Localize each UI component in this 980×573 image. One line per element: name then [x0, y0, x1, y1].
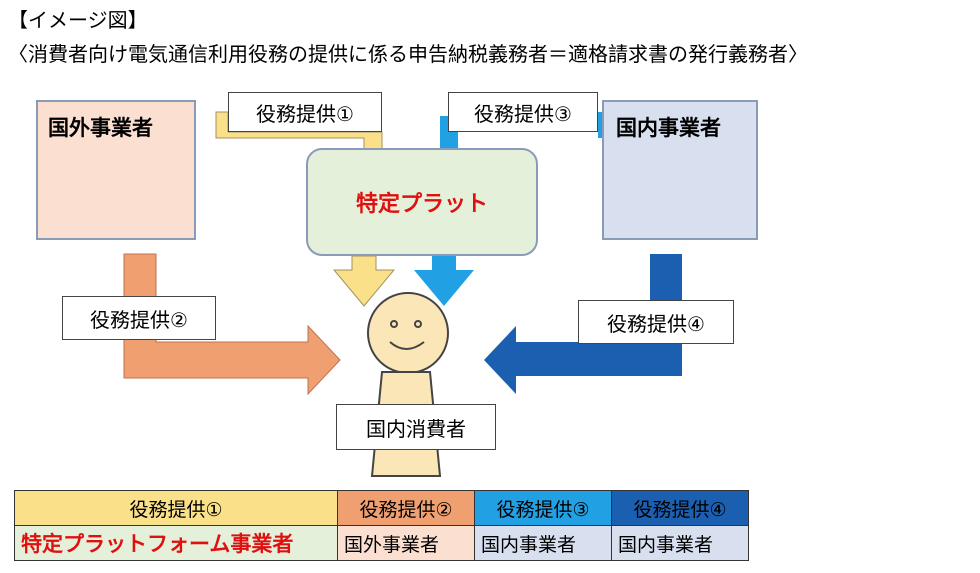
service3-arrow-down	[414, 256, 474, 306]
service3-tag: 役務提供③	[448, 92, 598, 132]
consumer-left-eye	[390, 320, 398, 328]
legend-header-3: 役務提供③	[474, 490, 612, 526]
service4-tag: 役務提供④	[578, 300, 734, 344]
domestic-business-box: 国内事業者	[602, 100, 758, 240]
legend-header-1: 役務提供①	[14, 490, 338, 526]
diagram-title: 【イメージ図】	[8, 8, 148, 32]
consumer-right-eye	[414, 320, 422, 328]
service3-arrow-top	[440, 116, 458, 150]
legend-value-2: 国外事業者	[337, 525, 475, 561]
platform-box: 特定プラット	[306, 148, 538, 256]
service2-tag: 役務提供②	[62, 296, 216, 340]
service4-arrow	[484, 254, 682, 394]
consumer-label: 国内消費者	[336, 404, 496, 450]
consumer-head	[367, 292, 449, 374]
legend-header-row: 役務提供① 役務提供② 役務提供③ 役務提供④	[14, 490, 749, 526]
service1-arrow-down	[332, 255, 396, 307]
foreign-business-box: 国外事業者	[36, 100, 196, 240]
domestic-business-label: 国内事業者	[616, 116, 721, 140]
legend-header-4: 役務提供④	[611, 490, 749, 526]
legend-value-row: 特定プラットフォーム事業者 国外事業者 国内事業者 国内事業者	[14, 525, 749, 561]
legend-value-3: 国内事業者	[474, 525, 612, 561]
service1-tag: 役務提供①	[228, 92, 382, 132]
consumer-mouth	[389, 341, 425, 350]
legend-value-1: 特定プラットフォーム事業者	[14, 525, 338, 561]
foreign-business-label: 国外事業者	[48, 116, 153, 140]
legend-table: 役務提供① 役務提供② 役務提供③ 役務提供④ 特定プラットフォーム事業者 国外…	[14, 490, 749, 561]
legend-value-4: 国内事業者	[611, 525, 749, 561]
platform-label: 特定プラット	[355, 192, 488, 217]
diagram-subtitle: 〈消費者向け電気通信利用役務の提供に係る申告納税義務者＝適格請求書の発行義務者〉	[8, 42, 808, 66]
legend-header-2: 役務提供②	[337, 490, 475, 526]
